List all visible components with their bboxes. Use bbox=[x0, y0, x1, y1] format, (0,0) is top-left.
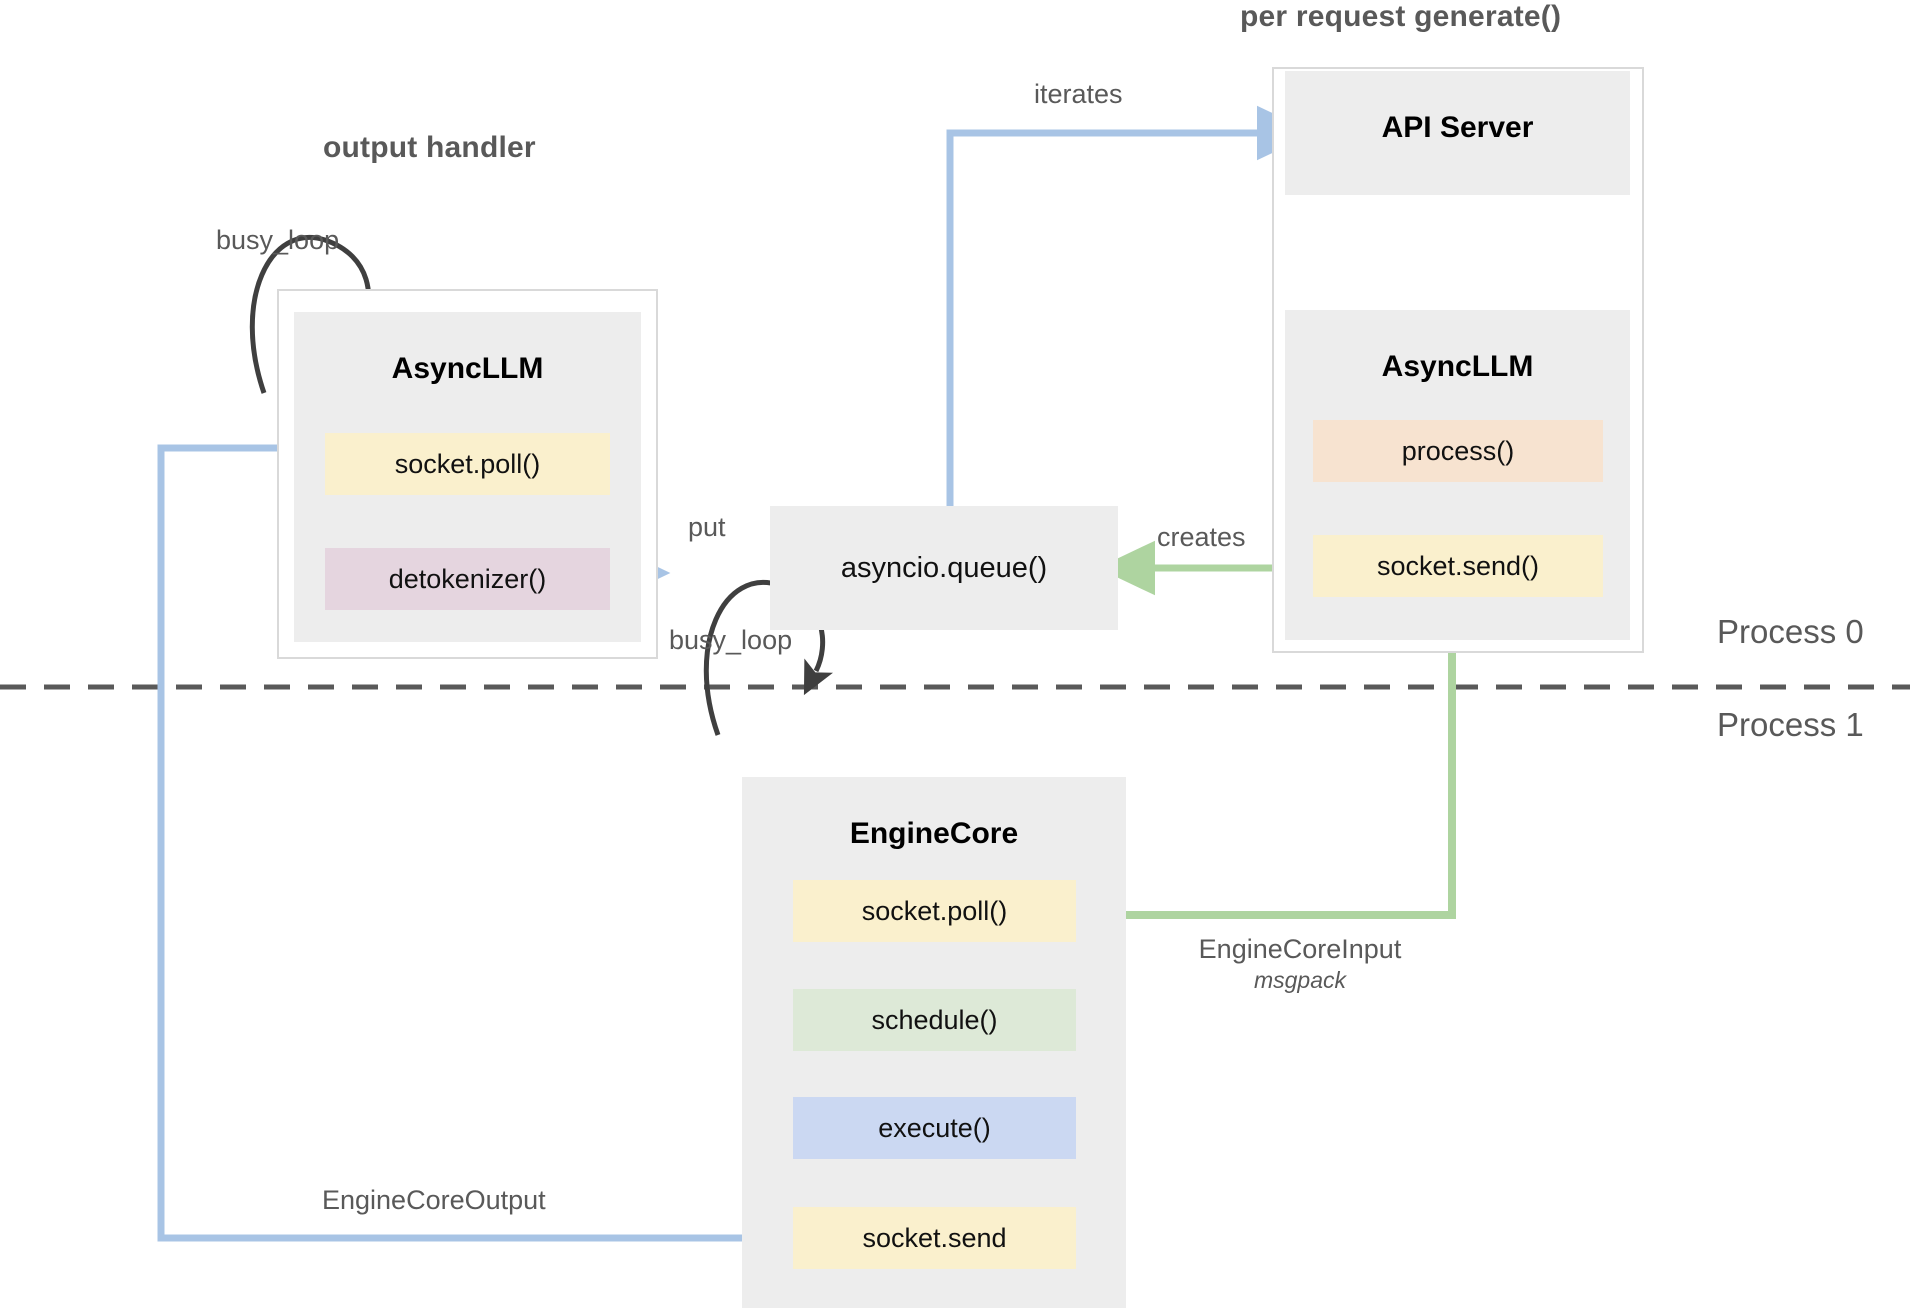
async-llm-left-title: AsyncLLM bbox=[391, 352, 544, 385]
async-llm-left-block-detokenizer[interactable]: detokenizer() bbox=[325, 548, 610, 610]
async-llm-right-node[interactable]: AsyncLLM process() socket.send() bbox=[1285, 310, 1630, 640]
async-llm-right-title: AsyncLLM bbox=[1381, 350, 1534, 383]
engine-core-input-label: EngineCoreInput bbox=[1198, 934, 1402, 964]
group-title-output-handler: output handler bbox=[323, 131, 536, 164]
engine-core-output-label: EngineCoreOutput bbox=[322, 1185, 546, 1215]
engine-core-input-label-group: EngineCoreInput msgpack bbox=[1175, 934, 1425, 994]
asyncio-queue-node[interactable]: asyncio.queue() bbox=[770, 506, 1118, 630]
engine-core-node[interactable]: EngineCore socket.poll() schedule() exec… bbox=[742, 777, 1126, 1308]
engine-core-input-msgpack-label: msgpack bbox=[1253, 967, 1347, 993]
group-title-per-request-generate: per request generate() bbox=[1240, 0, 1562, 33]
put-label: put bbox=[688, 512, 726, 542]
busy-loop-core-label: busy_loop bbox=[669, 625, 793, 655]
async-llm-left-block-socket-poll[interactable]: socket.poll() bbox=[325, 433, 610, 495]
async-llm-right-block-socket-send[interactable]: socket.send() bbox=[1313, 535, 1603, 597]
iterates-arrow bbox=[946, 105, 1315, 508]
engine-core-title: EngineCore bbox=[849, 817, 1019, 850]
engine-core-block-execute[interactable]: execute() bbox=[793, 1097, 1076, 1159]
process-1-label: Process 1 bbox=[1717, 706, 1864, 743]
engine-core-block-socket-poll[interactable]: socket.poll() bbox=[793, 880, 1076, 942]
iterates-label: iterates bbox=[1034, 79, 1123, 109]
api-server-title: API Server bbox=[1381, 111, 1534, 144]
api-server-node[interactable]: API Server bbox=[1285, 71, 1630, 195]
async-llm-left-node[interactable]: AsyncLLM socket.poll() detokenizer() bbox=[294, 312, 641, 642]
engine-core-block-schedule[interactable]: schedule() bbox=[793, 989, 1076, 1051]
async-llm-right-block-process[interactable]: process() bbox=[1313, 420, 1603, 482]
engine-core-block-socket-send[interactable]: socket.send bbox=[793, 1207, 1076, 1269]
creates-label: creates bbox=[1157, 522, 1246, 552]
process-0-label: Process 0 bbox=[1717, 613, 1864, 650]
busy-loop-left-label: busy_loop bbox=[216, 225, 340, 255]
